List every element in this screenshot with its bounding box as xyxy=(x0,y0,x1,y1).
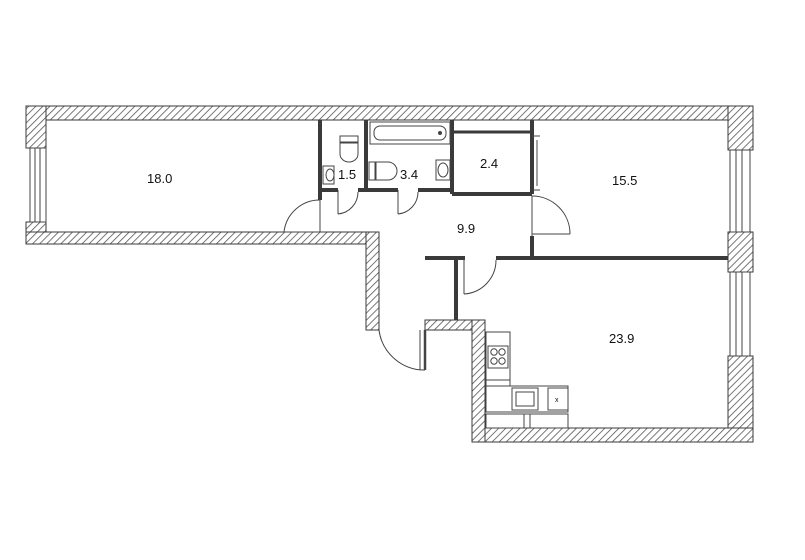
door-bedroom[interactable] xyxy=(531,195,571,236)
room-area-hallway: 9.9 xyxy=(457,221,475,236)
sink-icon xyxy=(322,165,335,185)
stove-icon xyxy=(487,345,509,369)
room-area-living: 18.0 xyxy=(147,171,172,186)
windows xyxy=(29,147,751,357)
top-wall xyxy=(25,105,754,121)
door-kitchen[interactable] xyxy=(463,258,497,295)
fixtures xyxy=(322,121,569,429)
door-entrance[interactable] xyxy=(378,329,427,371)
kitchen-west-wall xyxy=(471,319,486,443)
kitchen-bottom-cabinet xyxy=(485,413,569,429)
room-area-toilet: 1.5 xyxy=(338,167,356,182)
door-storage[interactable] xyxy=(532,135,540,191)
right-wall-middle xyxy=(727,231,754,273)
door-bathroom[interactable] xyxy=(397,190,419,215)
doors xyxy=(283,135,571,371)
window-living xyxy=(29,147,47,223)
door-toilet[interactable] xyxy=(337,190,359,215)
left-wall-top xyxy=(25,105,47,149)
bath-sink-icon xyxy=(435,159,451,181)
interior-walls xyxy=(318,120,728,320)
bathtub-icon xyxy=(369,121,451,145)
room-labels: 18.0 1.5 3.4 2.4 15.5 9.9 23.9 x xyxy=(147,156,637,404)
right-wall-top xyxy=(727,105,754,151)
bottom-wall-kitchen xyxy=(471,427,754,443)
room-area-bedroom: 15.5 xyxy=(612,173,637,188)
kitchen-sink-icon xyxy=(511,387,539,411)
exterior-walls xyxy=(25,105,754,443)
toilet-icon xyxy=(339,135,359,163)
room-area-bathroom: 3.4 xyxy=(400,167,418,182)
bottom-wall-living xyxy=(25,231,378,245)
window-bedroom xyxy=(729,149,751,233)
window-kitchen xyxy=(729,271,751,357)
fridge-mark: x xyxy=(555,397,559,404)
fridge-icon xyxy=(547,387,569,411)
door-living[interactable] xyxy=(283,199,321,233)
room-area-storage: 2.4 xyxy=(480,156,498,171)
room-area-kitchen: 23.9 xyxy=(609,331,634,346)
bath-toilet-icon xyxy=(368,161,398,181)
entrance-wall-left xyxy=(365,231,380,331)
